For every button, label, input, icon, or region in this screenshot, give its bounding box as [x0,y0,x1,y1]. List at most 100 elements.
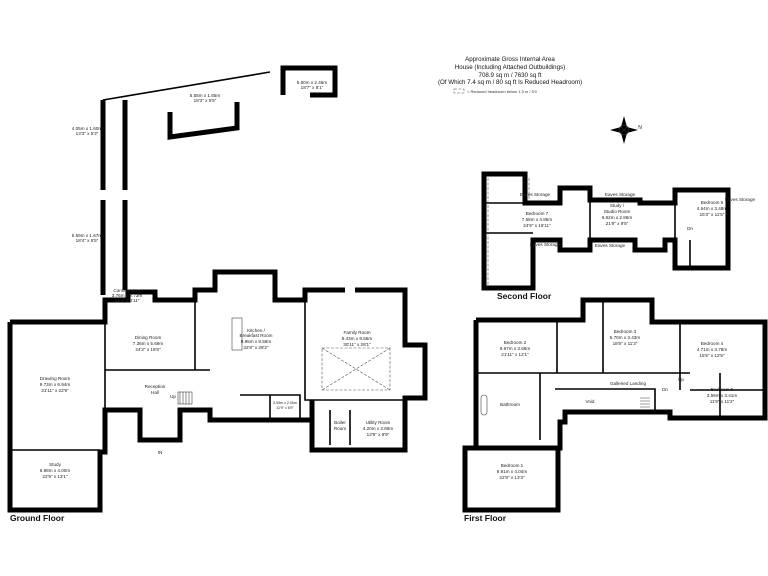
room-reception-hall: Reception Hall [145,384,166,395]
room-name: Drawing Room [40,376,71,381]
room-imperial: 15'3" x 11'5" [700,212,725,217]
room-metric: 5.70m x 3.43m [610,335,641,340]
eaves-storage-label: Eaves Storage [520,192,551,197]
room-metric: 6.98m x 4.00m [40,468,71,473]
room-name: Kitchen / [247,328,266,333]
room-imperial: 24'9" x 15'11" [523,223,551,228]
room-imperial: 13'9" x 8'9" [367,432,390,437]
room-outbuilding-3: 5.55m x 1.65m 18'3" x 5'5" [190,93,221,103]
room-metric: 7.36m x 5.69m [133,341,164,346]
room-imperial: 18'8" x 11'3" [613,341,638,346]
room-metric: 9.73m x 6.94m [40,382,71,387]
room-name: Room [334,426,346,431]
area-title: Approximate Gross Internal Area [465,56,555,63]
room-dining-room: Dining Room 7.36m x 5.69m 24'2" x 18'8" [133,335,164,352]
room-metric: 3.76m x 2.73m [112,293,143,298]
room-bedroom-3: Bedroom 3 5.70m x 3.43m 18'8" x 11'3" [610,329,641,346]
room-name: Breakfast Room [240,333,273,338]
room-metric: 4.71m x 3.78m [697,347,728,352]
room-galleried-landing: Galleried Landing [610,381,646,386]
room-metric: 7.58m x 4.85m [522,217,553,222]
compass-north: N [638,125,642,131]
second-floor-plan: Bedroom 7 7.58m x 4.85m 24'9" x 15'11" S… [481,171,756,301]
stairs-down-label: Dn [687,226,693,231]
ground-floor-plan: Up IN Drawing Room 9.73m x 6.94m 31'11" … [7,65,428,523]
room-bedroom-1: Bedroom 1 6.91m x 4.04m 22'8" x 13'3" [497,463,528,480]
stairs-up-label: Up [170,394,176,399]
room-study: Study 6.98m x 4.00m 22'9" x 13'1" [40,462,71,479]
first-floor-title: First Floor [464,513,507,523]
ground-stairs: Up [170,391,193,405]
room-name: Dining Room [135,335,162,340]
room-name: Bedroom 4 [701,341,724,346]
room-kitchen: Kitchen / Breakfast Room 9.95m x 8.58m 3… [240,328,273,350]
eaves-storage-label: Eaves Storage [605,192,636,197]
room-name: Utility Room [366,420,391,425]
room-metric: 4.20m x 2.66m [363,426,394,431]
room-imperial: 18'4" x 5'5" [76,238,99,243]
room-metric: 5.60m x 2.46m [297,80,328,85]
ground-floor-title: Ground Floor [10,513,65,523]
room-imperial: 12'4" x 8'11" [115,298,140,303]
room-outbuilding-1: 4.05m x 1.60m 13'3" x 5'3" [72,126,103,136]
eaves-storage-label: Eaves Storage [725,197,756,202]
room-imperial: 18'7" x 8'1" [301,85,324,90]
entrance-label: IN [158,450,163,455]
room-utility-room: Utility Room 4.20m x 2.66m 13'9" x 8'9" [363,420,394,437]
room-metric: 3.59m x 2.05m [273,401,297,405]
room-name: Bedroom 2 [504,340,527,345]
room-metric: 5.55m x 1.65m [190,93,221,98]
room-imperial: 22'9" x 13'1" [42,474,68,479]
second-floor-title: Second Floor [497,291,552,301]
room-name: Bedroom 1 [501,463,524,468]
room-imperial: 11'9" x 6'9" [276,406,294,410]
room-boiler-room: Boiler Room [334,420,346,431]
room-bedroom-5: Bedroom 5 3.59m x 3.41m 11'9" x 11'2" [707,387,738,404]
roof-lantern [321,347,391,391]
eaves-storage-label: Eaves Storage [530,242,561,247]
legend-text: = Reduced headroom below 1.5 m / 5'0 [467,89,538,94]
bathtub [480,394,488,416]
room-imperial: 21'9" x 9'5" [606,221,629,226]
room-bedroom-2: Bedroom 2 6.67m x 3.68m 21'11" x 12'1" [500,340,531,357]
room-name: Boiler [334,420,346,425]
room-bedroom-4: Bedroom 4 4.71m x 3.78m 15'5" x 12'5" [697,341,728,358]
room-metric: 6.91m x 4.04m [497,469,528,474]
room-metric: 4.05m x 1.60m [72,126,103,131]
room-imperial: 13'3" x 5'3" [76,131,99,136]
room-imperial: 21'11" x 12'1" [501,352,529,357]
room-imperial: 11'9" x 11'2" [710,399,735,404]
room-bedroom-6: Bedroom 6 4.64m x 3.48m 15'3" x 11'5" [697,200,728,217]
room-name: Hall [151,390,159,395]
room-study-studio: Study / Studio Room 6.62m x 2.86m 21'9" … [602,203,633,226]
room-imperial: 32'8" x 28'2" [243,345,269,350]
compass-icon: N [610,116,642,144]
room-metric: 4.64m x 3.48m [697,206,728,211]
room-drawing-room: Drawing Room 9.73m x 6.94m 31'11" x 22'9… [40,376,71,393]
room-imperial: 18'3" x 5'5" [194,98,217,103]
room-metric: 9.43m x 8.55m [342,336,373,341]
kitchen-island [231,317,243,351]
room-imperial: 31'11" x 22'9" [41,388,69,393]
room-name: Studio Room [604,209,631,214]
room-imperial: 22'8" x 13'3" [499,475,525,480]
room-bathroom: Bathroom [500,402,520,407]
room-name: Study [49,462,61,467]
room-bedroom-7: Bedroom 7 7.58m x 4.85m 24'9" x 15'11" [522,211,553,228]
room-imperial: 24'2" x 18'8" [135,347,161,352]
room-name: Bedroom 6 [701,200,724,205]
room-name: Bedroom 3 [614,329,637,334]
room-conservatory: Conservatory 3.76m x 2.73m 12'4" x 8'11" [112,288,143,303]
room-outbuilding-4: 5.60m x 2.46m 18'7" x 8'1" [297,80,328,90]
eaves-storage-label: Eaves Storage [595,243,626,248]
room-name: Bedroom 7 [526,211,549,216]
room-imperial: 15'5" x 12'5" [699,353,725,358]
room-family-room: Family Room 9.43m x 8.55m 30'11" x 28'1" [342,330,373,347]
room-metric: 6.62m x 2.86m [602,215,633,220]
room-outbuilding-2: 5.59m x 1.67m 18'4" x 5'5" [72,233,103,243]
first-floor-plan: Bedroom 2 6.67m x 3.68m 21'11" x 12'1" B… [462,297,768,523]
room-name: Reception [145,384,166,389]
room-metric: 5.59m x 1.67m [72,233,103,238]
stairs-up-label: Up [678,377,684,382]
